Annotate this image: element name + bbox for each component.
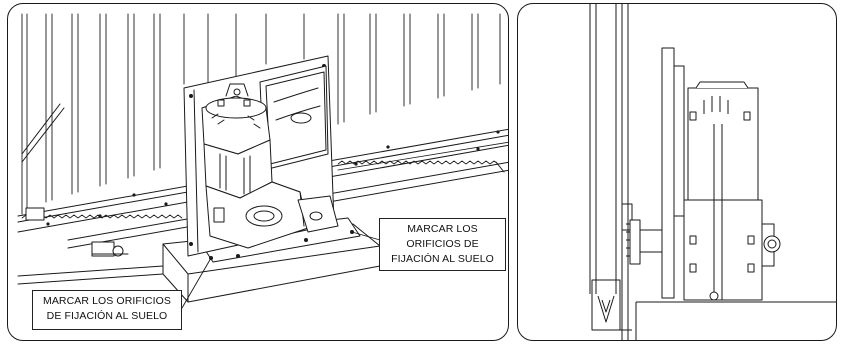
motor-body: [201, 83, 273, 199]
motor-side: [661, 47, 763, 301]
pinion-gear: [626, 219, 663, 265]
gear-rack: [21, 141, 508, 219]
callout-mark-fixing-holes-left: MARCAR LOS ORIFICIOS DE FIJACIÓN AL SUEL…: [32, 290, 182, 330]
callout-line: MARCAR LOS: [407, 223, 478, 235]
release-lever: [761, 223, 781, 267]
gearbox: [205, 181, 339, 249]
track-wheel: [591, 279, 632, 331]
gate-bars: [21, 13, 501, 215]
rack-bolts: [46, 130, 500, 226]
gate-post: [589, 4, 633, 340]
callout-line: DE FIJACIÓN AL SUELO: [46, 310, 168, 322]
control-box: [259, 65, 329, 171]
callout-line: ORIFICIOS DE: [406, 238, 479, 250]
callout-line: MARCAR LOS ORIFICIOS: [42, 295, 171, 307]
side-motor-drawing: [589, 4, 836, 340]
callout-line: FIJACIÓN AL SUELO: [391, 253, 494, 265]
perspective-motor-drawing: [17, 13, 508, 309]
perspective-view-panel: MARCAR LOS ORIFICIOS DE FIJACIÓN AL SUEL…: [7, 3, 509, 341]
side-view-panel: [517, 3, 837, 341]
callout-mark-fixing-holes-right: MARCAR LOS ORIFICIOS DE FIJACIÓN AL SUEL…: [379, 218, 506, 271]
